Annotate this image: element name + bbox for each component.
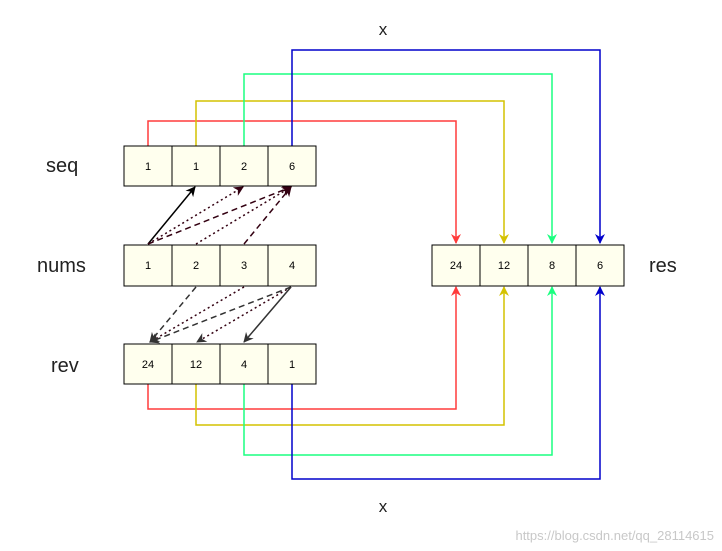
res-array: 24 12 8 6 xyxy=(431,244,625,287)
nums-cell xyxy=(171,244,221,287)
res-cell xyxy=(479,244,529,287)
nums-array: 1 2 3 4 xyxy=(123,244,317,287)
connector-red-seq xyxy=(147,120,461,244)
rev-value: 24 xyxy=(142,359,154,371)
connector-blue-rev xyxy=(291,286,605,480)
rev-cell xyxy=(123,343,173,385)
rev-array: 24 12 4 1 xyxy=(123,343,317,385)
rev-cell xyxy=(267,343,317,385)
seq-value: 1 xyxy=(145,161,151,173)
arrow-nums-to-rev-dashed-1 xyxy=(149,286,292,344)
seq-cell xyxy=(267,145,317,187)
multiply-label-bottom: x xyxy=(379,497,388,516)
arrow-nums-to-seq-dotted-1 xyxy=(147,186,244,245)
seq-value: 6 xyxy=(289,161,295,173)
connector-yellow-seq xyxy=(195,100,509,244)
arrow-nums-to-seq-dashed-2 xyxy=(243,186,292,245)
rev-cell xyxy=(219,343,269,385)
arrow-nums-to-rev-dashed-2 xyxy=(149,286,197,343)
res-value: 6 xyxy=(597,260,603,272)
seq-label: seq xyxy=(46,155,78,177)
seq-array: 1 1 2 6 xyxy=(123,145,317,187)
watermark-text: https://blog.csdn.net/qq_28114615 xyxy=(515,528,714,543)
connector-blue-seq xyxy=(291,49,605,244)
rev-value: 1 xyxy=(289,359,295,371)
res-cell xyxy=(431,244,481,287)
connector-red-rev xyxy=(147,286,461,410)
nums-value: 4 xyxy=(289,260,295,272)
arrow-nums-to-seq-solid xyxy=(147,186,196,245)
arrow-nums-to-rev-dotted-2 xyxy=(149,286,245,343)
arrow-nums-to-rev-solid xyxy=(243,286,292,343)
connector-green-rev xyxy=(243,286,557,456)
res-cell xyxy=(575,244,625,287)
nums-value: 3 xyxy=(241,260,247,272)
nums-cell xyxy=(219,244,269,287)
connector-yellow-rev xyxy=(195,286,509,426)
nums-cell xyxy=(267,244,317,287)
seq-cell xyxy=(123,145,173,187)
rev-label: rev xyxy=(51,355,79,377)
connector-green-seq xyxy=(243,73,557,244)
nums-label: nums xyxy=(37,255,86,277)
multiply-label-top: x xyxy=(379,20,388,39)
arrow-nums-to-seq-dashed-1 xyxy=(147,185,292,245)
res-value: 8 xyxy=(549,260,555,272)
nums-value: 2 xyxy=(193,260,199,272)
res-label: res xyxy=(649,255,677,277)
rev-cell xyxy=(171,343,221,385)
nums-cell xyxy=(123,244,173,287)
seq-value: 2 xyxy=(241,161,247,173)
res-value: 12 xyxy=(498,260,510,272)
arrow-nums-to-seq-dotted-2 xyxy=(195,186,292,245)
rev-value: 4 xyxy=(241,359,247,371)
res-value: 24 xyxy=(450,260,462,272)
nums-value: 1 xyxy=(145,260,151,272)
arrow-nums-to-rev-dotted-1 xyxy=(196,286,292,343)
seq-value: 1 xyxy=(193,161,199,173)
rev-value: 12 xyxy=(190,359,202,371)
